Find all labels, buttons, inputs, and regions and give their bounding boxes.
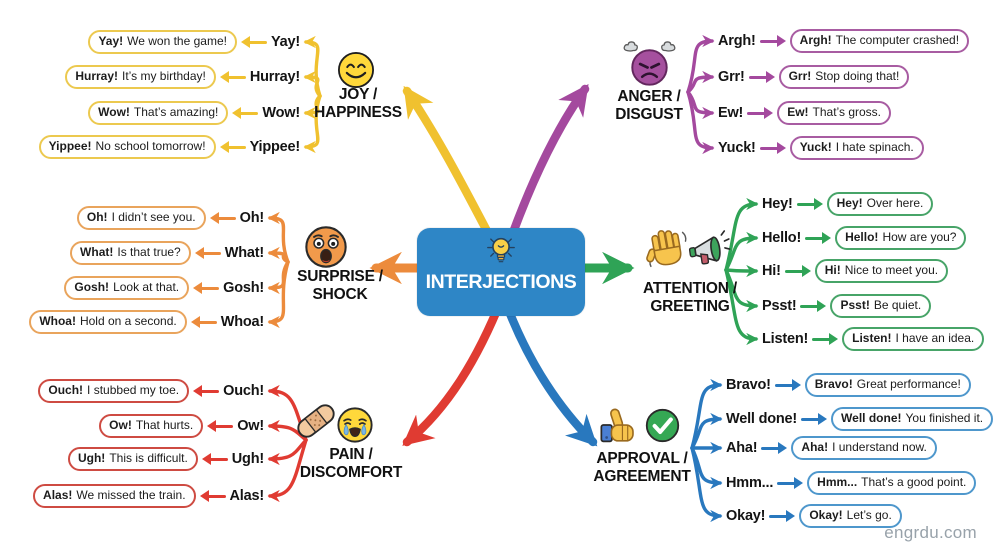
fan-arrow-attention: [724, 197, 759, 272]
fan-arrow-approval: [690, 378, 723, 450]
fan-arrow-joy: [303, 70, 322, 98]
central-topic-title: INTERJECTIONS: [425, 271, 577, 293]
center-arrow-pain: [402, 293, 507, 447]
center-arrow-approval: [499, 293, 598, 447]
fan-arrow-attention: [724, 268, 759, 346]
fan-arrow-surprise: [267, 260, 290, 329]
fan-arrow-anger: [686, 70, 715, 94]
fan-arrow-anger: [686, 34, 715, 94]
fan-arrow-surprise: [267, 211, 290, 264]
fan-arrow-pain: [267, 384, 308, 442]
fan-arrow-attention: [724, 264, 759, 278]
fan-arrow-pain: [267, 438, 308, 503]
fan-arrows: [267, 34, 759, 523]
fan-arrow-approval: [690, 412, 723, 450]
fan-arrow-joy: [303, 94, 322, 154]
watermark: engrdu.com: [884, 523, 977, 542]
central-topic: INTERJECTIONS: [417, 228, 585, 316]
fan-arrow-anger: [686, 90, 715, 155]
fan-arrow-approval: [690, 446, 723, 523]
fan-arrow-attention: [724, 231, 759, 272]
fan-arrow-joy: [303, 35, 322, 98]
fan-arrow-surprise: [267, 246, 290, 264]
lightbulb-icon: [480, 234, 522, 268]
fan-arrow-pain: [267, 419, 308, 442]
